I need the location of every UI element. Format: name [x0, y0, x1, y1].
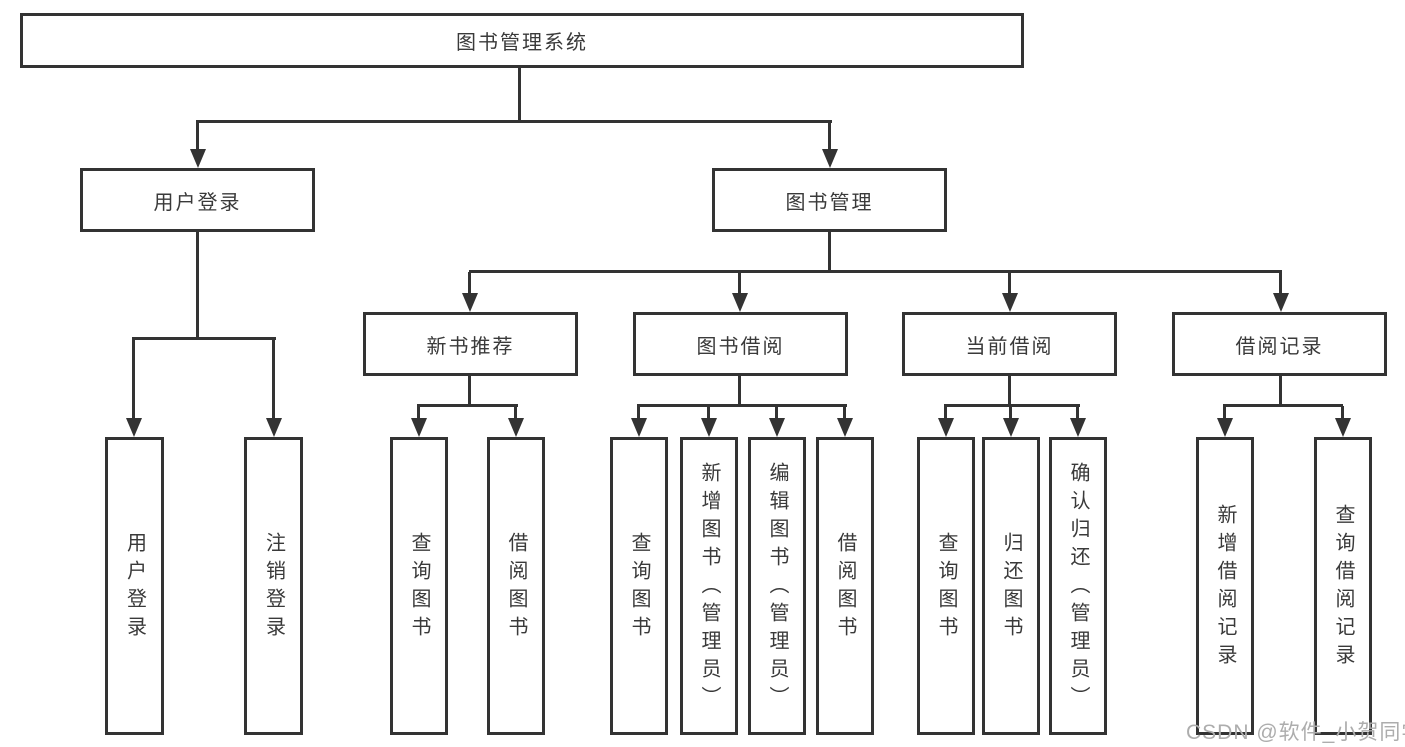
node-current-borrowing: 当前借阅 [902, 312, 1117, 376]
arrowhead-new-book-recommend [462, 293, 478, 312]
node-book-management: 图书管理 [712, 168, 947, 232]
node-new-book-recommend: 新书推荐 [363, 312, 578, 376]
connector-drop-new-book-recommend [468, 272, 471, 295]
arrowhead-user-login [190, 149, 206, 168]
arrowhead-borrow-books [837, 418, 853, 437]
node-label: 查询图书 [628, 532, 650, 644]
node-leaf-add-books-admin: 新增图书（管理员） [680, 437, 738, 735]
connector-drop [1223, 406, 1226, 420]
node-leaf-return-books: 归还图书 [982, 437, 1040, 735]
connector-current-borrowing-split [944, 404, 1080, 407]
node-leaf-user-login: 用户登录 [105, 437, 164, 735]
arrowhead-borrow-books [508, 418, 524, 437]
arrowhead-leaf-logout [266, 418, 282, 437]
arrowhead-current-borrowing [1002, 293, 1018, 312]
arrowhead-query-books [631, 418, 647, 437]
node-label: 用户登录 [153, 191, 242, 214]
arrowhead-query-borrow-record [1335, 418, 1351, 437]
connector-borrowing-records-split [1223, 404, 1343, 407]
connector-book-management-stem [828, 232, 831, 272]
arrowhead-query-books [938, 418, 954, 437]
connector-drop [1009, 406, 1012, 420]
connector-borrowing-records-stem [1279, 376, 1282, 406]
connector-drop [775, 406, 778, 420]
node-leaf-borrow-books-borrowing: 借阅图书 [816, 437, 874, 735]
connector-drop [707, 406, 710, 420]
node-label: 归还图书 [1000, 532, 1022, 644]
arrowhead-edit-books-admin [769, 418, 785, 437]
node-label: 用户登录 [123, 532, 146, 644]
connector-user-login-stem [196, 232, 199, 339]
node-label: 注销登录 [262, 532, 285, 644]
node-label: 查询借阅记录 [1332, 504, 1354, 672]
node-leaf-query-books-current: 查询图书 [917, 437, 975, 735]
node-library-management-system: 图书管理系统 [20, 13, 1024, 68]
node-leaf-confirm-return-admin: 确认归还（管理员） [1049, 437, 1107, 735]
connector-drop-user-login [196, 122, 199, 151]
node-user-login: 用户登录 [80, 168, 315, 232]
connector-drop [417, 406, 420, 420]
connector-drop-leaf-logout [272, 339, 275, 420]
connector-new-book-recommend-stem [468, 376, 471, 406]
node-label: 当前借阅 [965, 335, 1054, 358]
connector-drop-current-borrowing [1008, 272, 1011, 295]
connector-drop [843, 406, 846, 420]
arrowhead-query-books [411, 418, 427, 437]
node-label: 图书管理系统 [456, 32, 588, 54]
node-label: 新增图书（管理员） [698, 462, 720, 714]
node-book-borrowing: 图书借阅 [633, 312, 848, 376]
connector-drop-book-management [828, 122, 831, 151]
connector-root-stem [518, 68, 521, 122]
node-borrowing-records: 借阅记录 [1172, 312, 1387, 376]
node-leaf-borrow-books-recommend: 借阅图书 [487, 437, 545, 735]
connector-new-book-recommend-split [417, 404, 518, 407]
connector-current-borrowing-stem [1008, 376, 1011, 406]
node-label: 借阅图书 [834, 532, 856, 644]
arrowhead-add-borrow-record [1217, 418, 1233, 437]
node-leaf-add-borrow-record: 新增借阅记录 [1196, 437, 1254, 735]
arrowhead-add-books-admin [701, 418, 717, 437]
arrowhead-book-borrowing [732, 293, 748, 312]
connector-user-login-split [132, 337, 276, 340]
connector-book-management-split [469, 270, 1282, 273]
node-label: 查询图书 [935, 532, 957, 644]
node-leaf-query-books-borrowing: 查询图书 [610, 437, 668, 735]
node-leaf-query-books-recommend: 查询图书 [390, 437, 448, 735]
node-leaf-edit-books-admin: 编辑图书（管理员） [748, 437, 806, 735]
connector-drop-book-borrowing [738, 272, 741, 295]
node-label: 图书借阅 [696, 335, 785, 358]
node-label: 借阅记录 [1235, 335, 1324, 358]
node-label: 编辑图书（管理员） [766, 462, 788, 714]
node-label: 新书推荐 [426, 335, 515, 358]
connector-root-split [196, 120, 832, 123]
connector-drop [944, 406, 947, 420]
node-leaf-logout: 注销登录 [244, 437, 303, 735]
node-label: 新增借阅记录 [1214, 504, 1236, 672]
connector-drop [637, 406, 640, 420]
node-label: 确认归还（管理员） [1067, 462, 1089, 714]
node-label: 借阅图书 [505, 532, 527, 644]
node-label: 查询图书 [408, 532, 430, 644]
arrowhead-book-management [822, 149, 838, 168]
connector-drop-leaf-user-login [132, 339, 135, 420]
arrowhead-leaf-user-login [126, 418, 142, 437]
node-label: 图书管理 [785, 191, 874, 214]
arrowhead-return-books [1003, 418, 1019, 437]
node-leaf-query-borrow-record: 查询借阅记录 [1314, 437, 1372, 735]
arrowhead-borrowing-records [1273, 293, 1289, 312]
connector-drop [514, 406, 517, 420]
csdn-watermark: CSDN @软件_小贺同学 [1186, 721, 1405, 744]
arrowhead-confirm-return-admin [1070, 418, 1086, 437]
connector-drop [1076, 406, 1079, 420]
connector-book-borrowing-split [637, 404, 847, 407]
connector-drop-borrowing-records [1279, 272, 1282, 295]
connector-drop [1341, 406, 1344, 420]
connector-book-borrowing-stem [738, 376, 741, 406]
